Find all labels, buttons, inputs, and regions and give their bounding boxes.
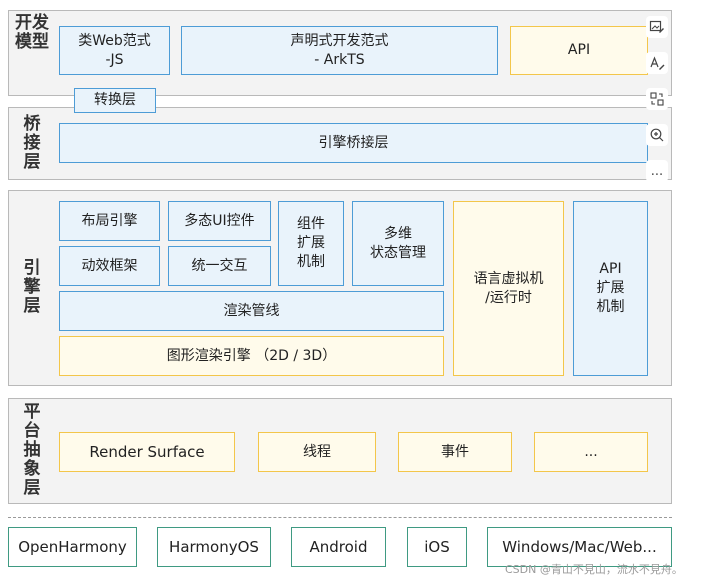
api-extension-box: API 扩展 机制 xyxy=(573,201,648,376)
platform-layer-label: 平 台 抽 象 层 xyxy=(23,402,41,498)
target-openharmony: OpenHarmony xyxy=(8,527,137,567)
target-ios: iOS xyxy=(407,527,467,567)
dev-model-label: 开发 模型 xyxy=(15,13,49,52)
render-surface-box: Render Surface xyxy=(59,432,235,472)
unified-interaction-box: 统一交互 xyxy=(168,246,271,286)
image-edit-icon[interactable] xyxy=(646,16,668,38)
thread-box: 线程 xyxy=(258,432,376,472)
target-harmonyos: HarmonyOS xyxy=(157,527,271,567)
state-management-box: 多维 状态管理 xyxy=(352,201,444,286)
adapter-layer-tag: 转换层 xyxy=(74,88,156,113)
swap-icon[interactable] xyxy=(646,88,668,110)
web-paradigm-js-box: 类Web范式 -JS xyxy=(59,26,170,75)
more-platform-box: ... xyxy=(534,432,648,472)
engine-bridge-box: 引擎桥接层 xyxy=(59,123,648,163)
text-edit-icon[interactable] xyxy=(646,52,668,74)
language-vm-runtime-box: 语言虚拟机 /运行时 xyxy=(453,201,564,376)
swap-glyph xyxy=(650,92,664,106)
event-box: 事件 xyxy=(398,432,512,472)
zoom-in-icon[interactable] xyxy=(646,124,668,146)
animation-framework-box: 动效框架 xyxy=(59,246,160,286)
watermark: CSDN @青山不見山，流水不見舟。 xyxy=(505,563,683,576)
api-box: API xyxy=(510,26,648,75)
target-android: Android xyxy=(291,527,386,567)
declarative-paradigm-arkts-box: 声明式开发范式 - ArkTS xyxy=(181,26,498,75)
engine-layer-label: 引 擎 层 xyxy=(23,258,41,316)
layout-engine-box: 布局引擎 xyxy=(59,201,160,241)
more-icon[interactable]: ... xyxy=(646,160,668,182)
floating-toolbar: ... xyxy=(646,16,670,186)
image-edit-glyph xyxy=(649,20,664,33)
component-extension-box: 组件 扩展 机制 xyxy=(278,201,344,286)
render-pipeline-box: 渲染管线 xyxy=(59,291,444,331)
ui-controls-box: 多态UI控件 xyxy=(168,201,271,241)
text-edit-glyph xyxy=(650,56,665,70)
bridge-layer-label: 桥 接 层 xyxy=(23,114,41,172)
zoom-in-glyph xyxy=(650,128,664,142)
graphics-render-engine-box: 图形渲染引擎 （2D / 3D） xyxy=(59,336,444,376)
separator-line xyxy=(8,517,672,518)
target-windows-mac-web: Windows/Mac/Web... xyxy=(487,527,672,567)
